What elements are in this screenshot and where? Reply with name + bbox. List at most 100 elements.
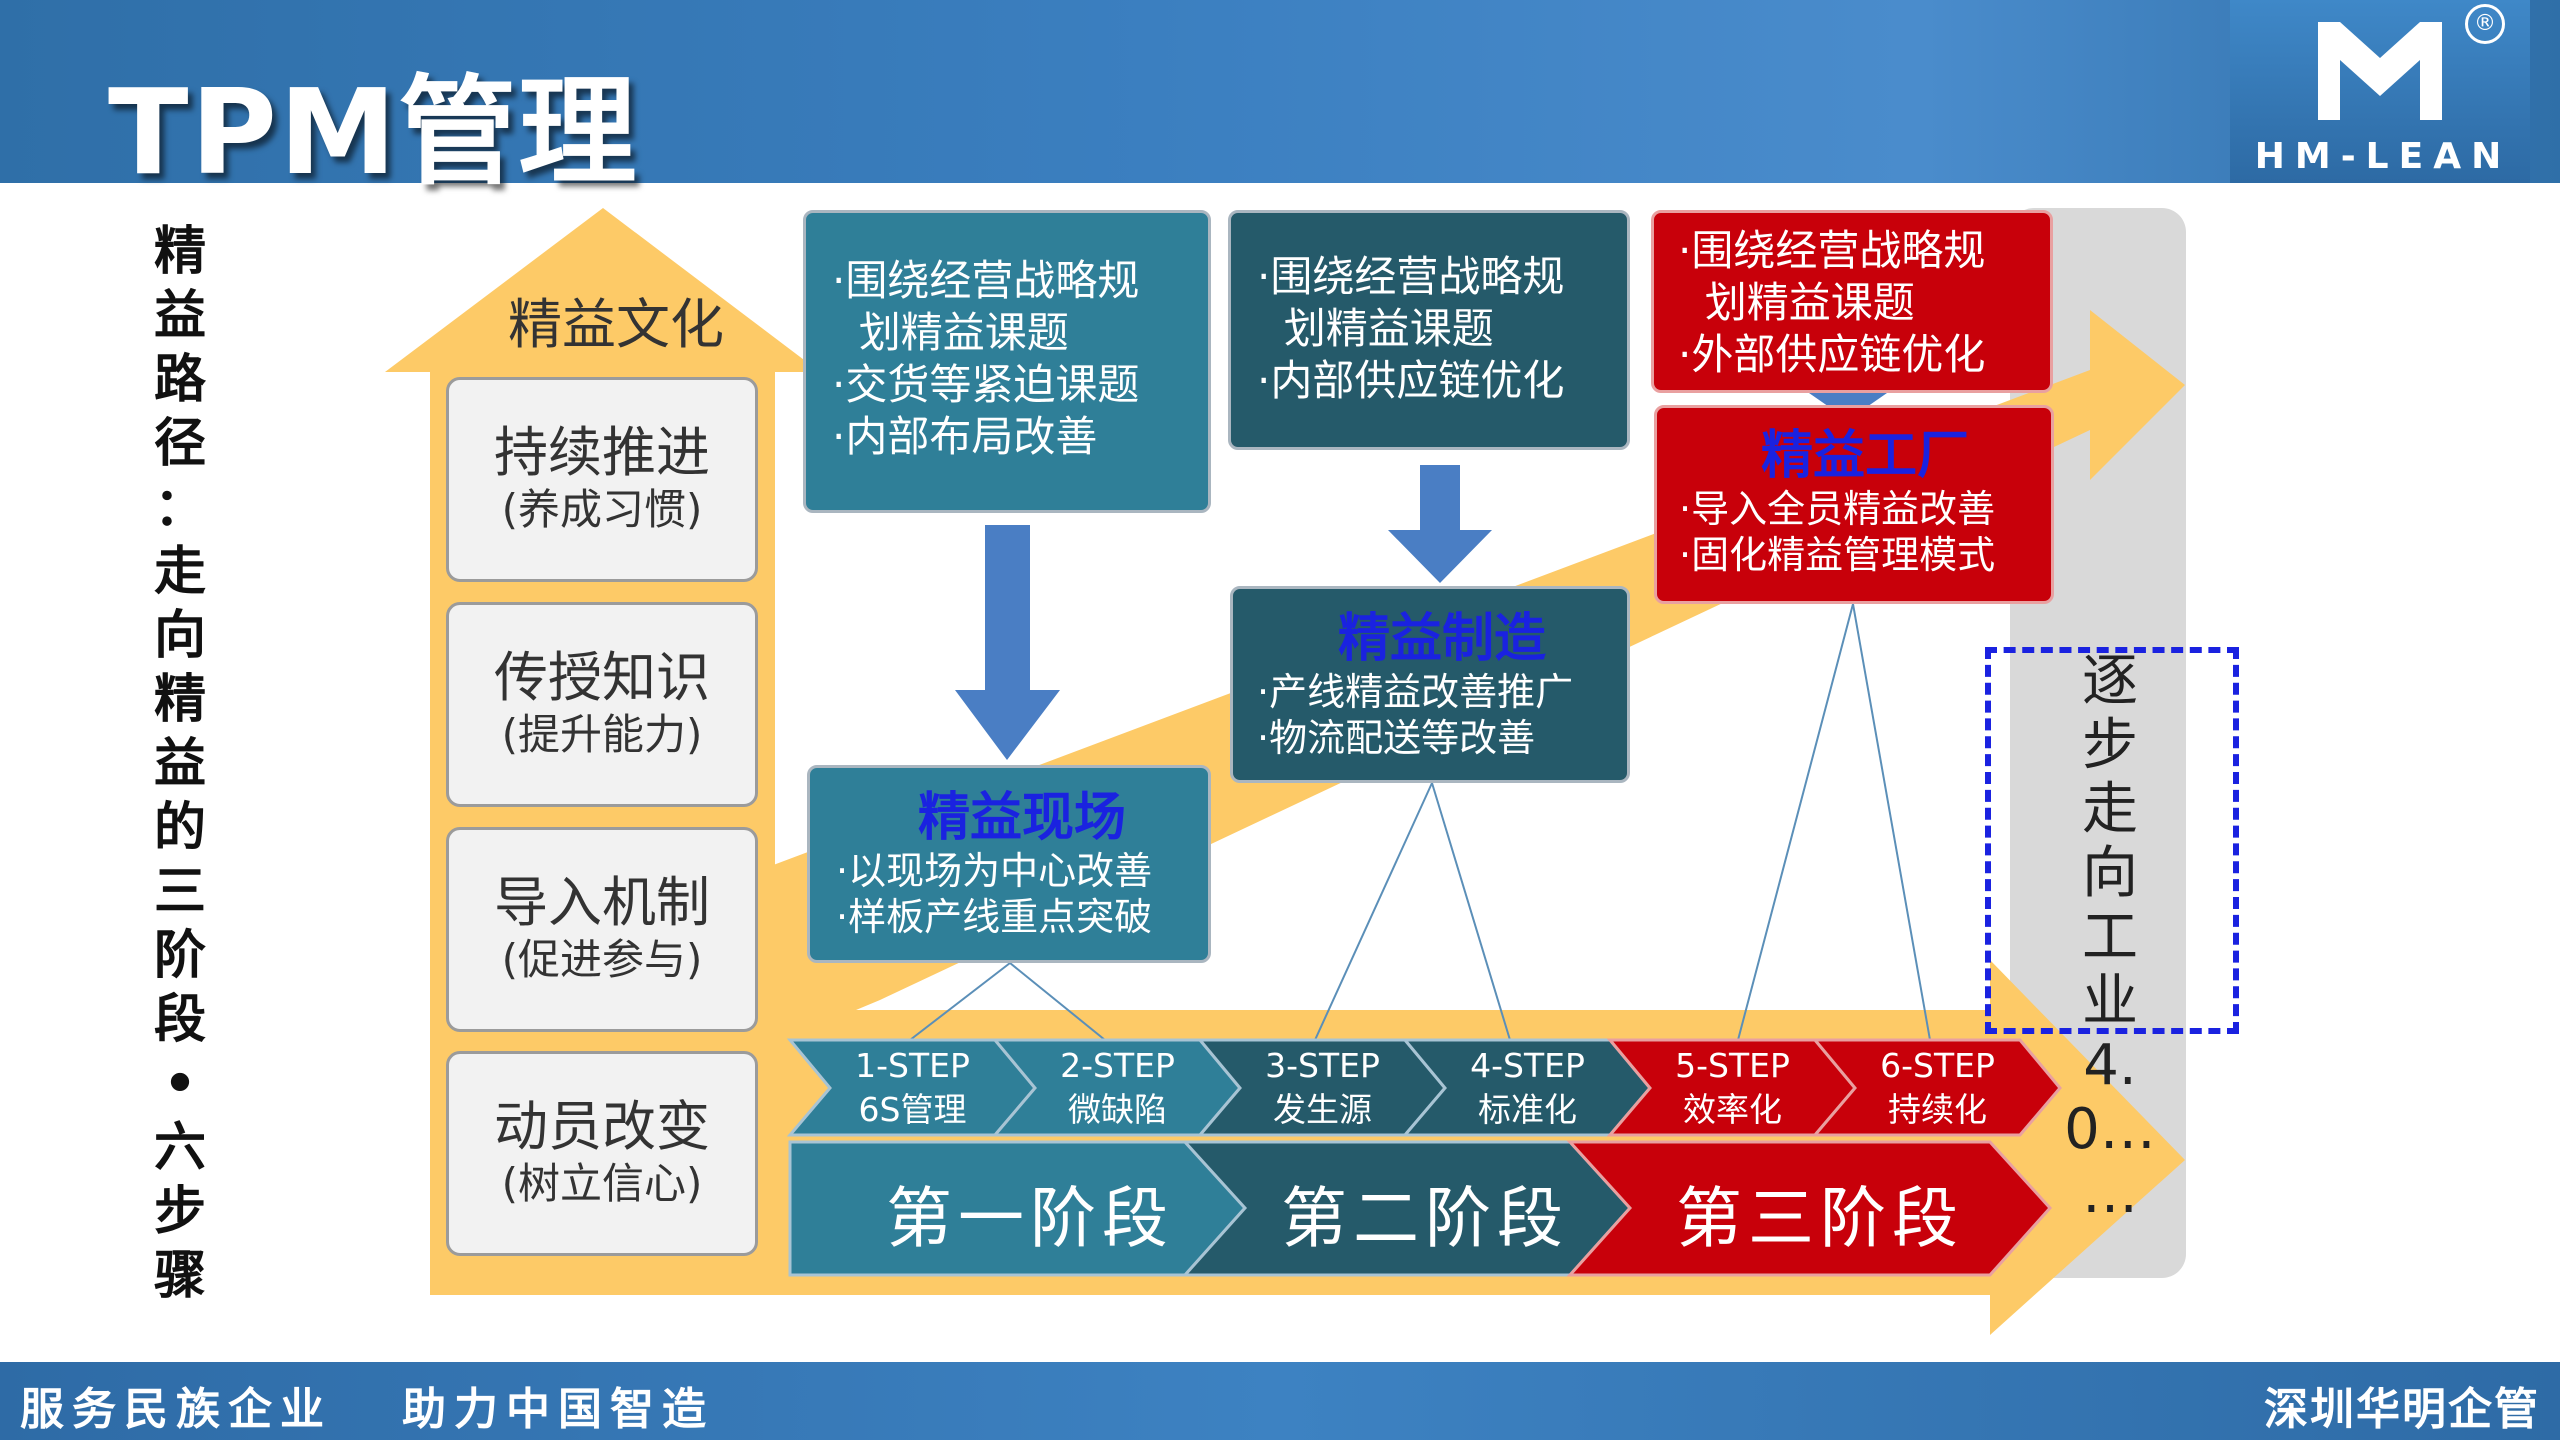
step-number: 1-STEP [855, 1046, 970, 1085]
step-number: 3-STEP [1265, 1046, 1380, 1085]
pillar-card-main: 传授知识 [494, 646, 710, 709]
future-line: 逐步 [2082, 649, 2138, 778]
step-label-5: 5-STEP 效率化 [1650, 1044, 1815, 1132]
step-label-1: 1-STEP 6S管理 [830, 1044, 995, 1132]
pillar-card: 导入机制 (促进参与) [446, 827, 758, 1032]
phase-label-1: 第一阶段 [886, 1180, 1174, 1257]
pillar-card-main: 持续推进 [494, 421, 710, 484]
pillar-card: 传授知识 (提升能力) [446, 602, 758, 807]
step-label-6: 6-STEP 持续化 [1855, 1044, 2020, 1132]
future-line: 工业 [2082, 905, 2138, 1034]
pillar-card-sub: (树立信心) [501, 1159, 703, 1208]
side-title-char: 走 [153, 542, 206, 602]
side-title-char: 的 [153, 798, 206, 858]
footer-company: 深圳华明企管 [2264, 1384, 2540, 1435]
stage-line: ·固化精益管理模式 [1679, 533, 1996, 577]
side-title-char: 径 [153, 414, 206, 474]
step-number: 5-STEP [1675, 1046, 1790, 1085]
step-label-2: 2-STEP 微缺陷 [1035, 1044, 1200, 1132]
future-line: 0… [2064, 1097, 2156, 1162]
step-number: 6-STEP [1880, 1046, 1995, 1085]
phase-label-3: 第三阶段 [1676, 1180, 1964, 1257]
pillar-top-label: 精益文化 [508, 293, 724, 356]
page-title: TPM管理 [108, 63, 639, 201]
side-title-char: 段 [153, 990, 206, 1050]
step-chevron-6 [1811, 1038, 2062, 1137]
down-arrow-icon [955, 525, 1060, 760]
step-label-4: 4-STEP 标准化 [1445, 1044, 1610, 1132]
stage-line: ·导入全员精益改善 [1679, 487, 1996, 531]
hm-logo-icon [2318, 22, 2442, 120]
side-title-char: 精 [153, 670, 206, 730]
site-plan-box: ·围绕经营战略规 划精益课题 ·交货等紧迫课题 ·内部布局改善 [803, 210, 1211, 513]
side-title-char: 益 [153, 734, 206, 794]
side-title-char: 六 [153, 1118, 206, 1178]
side-title-char: 精 [153, 222, 206, 282]
pillar-card-sub: (提升能力) [501, 710, 703, 759]
footer-slogan: 服务民族企业 助力中国智造 [20, 1384, 714, 1435]
side-title-char: • [163, 1054, 197, 1114]
future-line: 走向 [2082, 777, 2138, 906]
pillar-card-main: 动员改变 [494, 1095, 710, 1158]
side-title-char: 向 [153, 606, 206, 666]
factory-plan-box: ·围绕经营战略规 划精益课题 ·外部供应链优化 [1651, 210, 2053, 393]
step-name: 持续化 [1888, 1090, 1987, 1129]
pillar-card: 动员改变 (树立信心) [446, 1051, 758, 1256]
plan-line: ·围绕经营战略规 [1678, 226, 1986, 275]
plan-line: 划精益课题 [1257, 304, 1494, 353]
plan-line: ·外部供应链优化 [1678, 330, 1986, 379]
side-title-char: 骤 [153, 1246, 206, 1306]
step-number: 2-STEP [1060, 1046, 1175, 1085]
down-arrow-icon [1388, 465, 1492, 583]
plan-line: ·围绕经营战略规 [1257, 252, 1565, 301]
step-chevrons [786, 1038, 2062, 1137]
stage-heading: 精益制造 [1337, 609, 1546, 669]
plan-line: ·内部布局改善 [832, 412, 1098, 461]
side-title-char: 步 [153, 1182, 206, 1242]
pillar-card-sub: (养成习惯) [501, 485, 703, 534]
logo-text: HM-LEAN [2254, 136, 2512, 177]
lean-site-box: 精益现场 ·以现场为中心改善 ·样板产线重点突破 [807, 765, 1211, 963]
side-title-char: 阶 [153, 926, 206, 986]
header-bar [0, 0, 2560, 183]
phase-chevrons [788, 1140, 2053, 1277]
step-name: 效率化 [1683, 1090, 1782, 1129]
side-title-char: 路 [153, 350, 206, 410]
side-title-char: ： [153, 478, 206, 538]
stage-heading: 精益工厂 [1760, 426, 1969, 486]
step-name: 标准化 [1478, 1090, 1577, 1129]
step-name: 发生源 [1273, 1090, 1372, 1129]
pillar-card: 持续推进 (养成习惯) [446, 377, 758, 582]
side-title: 精 益 路 径 ： 走 向 精 益 的 三 阶 段 • 六 步 骤 [150, 220, 210, 1308]
pillar-card-sub: (促进参与) [501, 935, 703, 984]
plan-line: 划精益课题 [1678, 278, 1915, 327]
side-title-char: 三 [153, 862, 206, 922]
step-number: 4-STEP [1470, 1046, 1585, 1085]
stage-line: ·样板产线重点突破 [836, 895, 1153, 939]
plan-line: ·交货等紧迫课题 [832, 360, 1140, 409]
plan-line: ·内部供应链优化 [1257, 356, 1565, 405]
phase-label-2: 第二阶段 [1281, 1180, 1569, 1257]
lean-mfg-box: 精益制造 ·产线精益改善推广 ·物流配送等改善 [1230, 586, 1630, 783]
footer-bar [0, 1362, 2560, 1440]
step-name: 6S管理 [858, 1090, 967, 1129]
future-line: … [2082, 1161, 2138, 1226]
stage-line: ·物流配送等改善 [1257, 716, 1536, 760]
future-box [1985, 647, 2239, 1034]
step-name: 微缺陷 [1068, 1090, 1167, 1129]
lean-factory-box: 精益工厂 ·导入全员精益改善 ·固化精益管理模式 [1654, 405, 2054, 604]
mfg-plan-box: ·围绕经营战略规 划精益课题 ·内部供应链优化 [1228, 210, 1630, 450]
future-line: 4. [2083, 1033, 2137, 1098]
side-title-char: 益 [153, 286, 206, 346]
stage-heading: 精益现场 [917, 788, 1126, 848]
phase-chevron-3 [1566, 1140, 2053, 1277]
plan-line: ·围绕经营战略规 [832, 256, 1140, 305]
plan-line: 划精益课题 [832, 308, 1069, 357]
step-label-3: 3-STEP 发生源 [1240, 1044, 1405, 1132]
connector-lines [909, 603, 1931, 1041]
future-text: 逐步 走向 工业 4. 0… … [2060, 650, 2160, 1226]
registered-mark: ® [2465, 4, 2505, 44]
stage-line: ·以现场为中心改善 [836, 849, 1153, 893]
pillar-card-main: 导入机制 [494, 871, 710, 934]
stage-line: ·产线精益改善推广 [1257, 670, 1574, 714]
